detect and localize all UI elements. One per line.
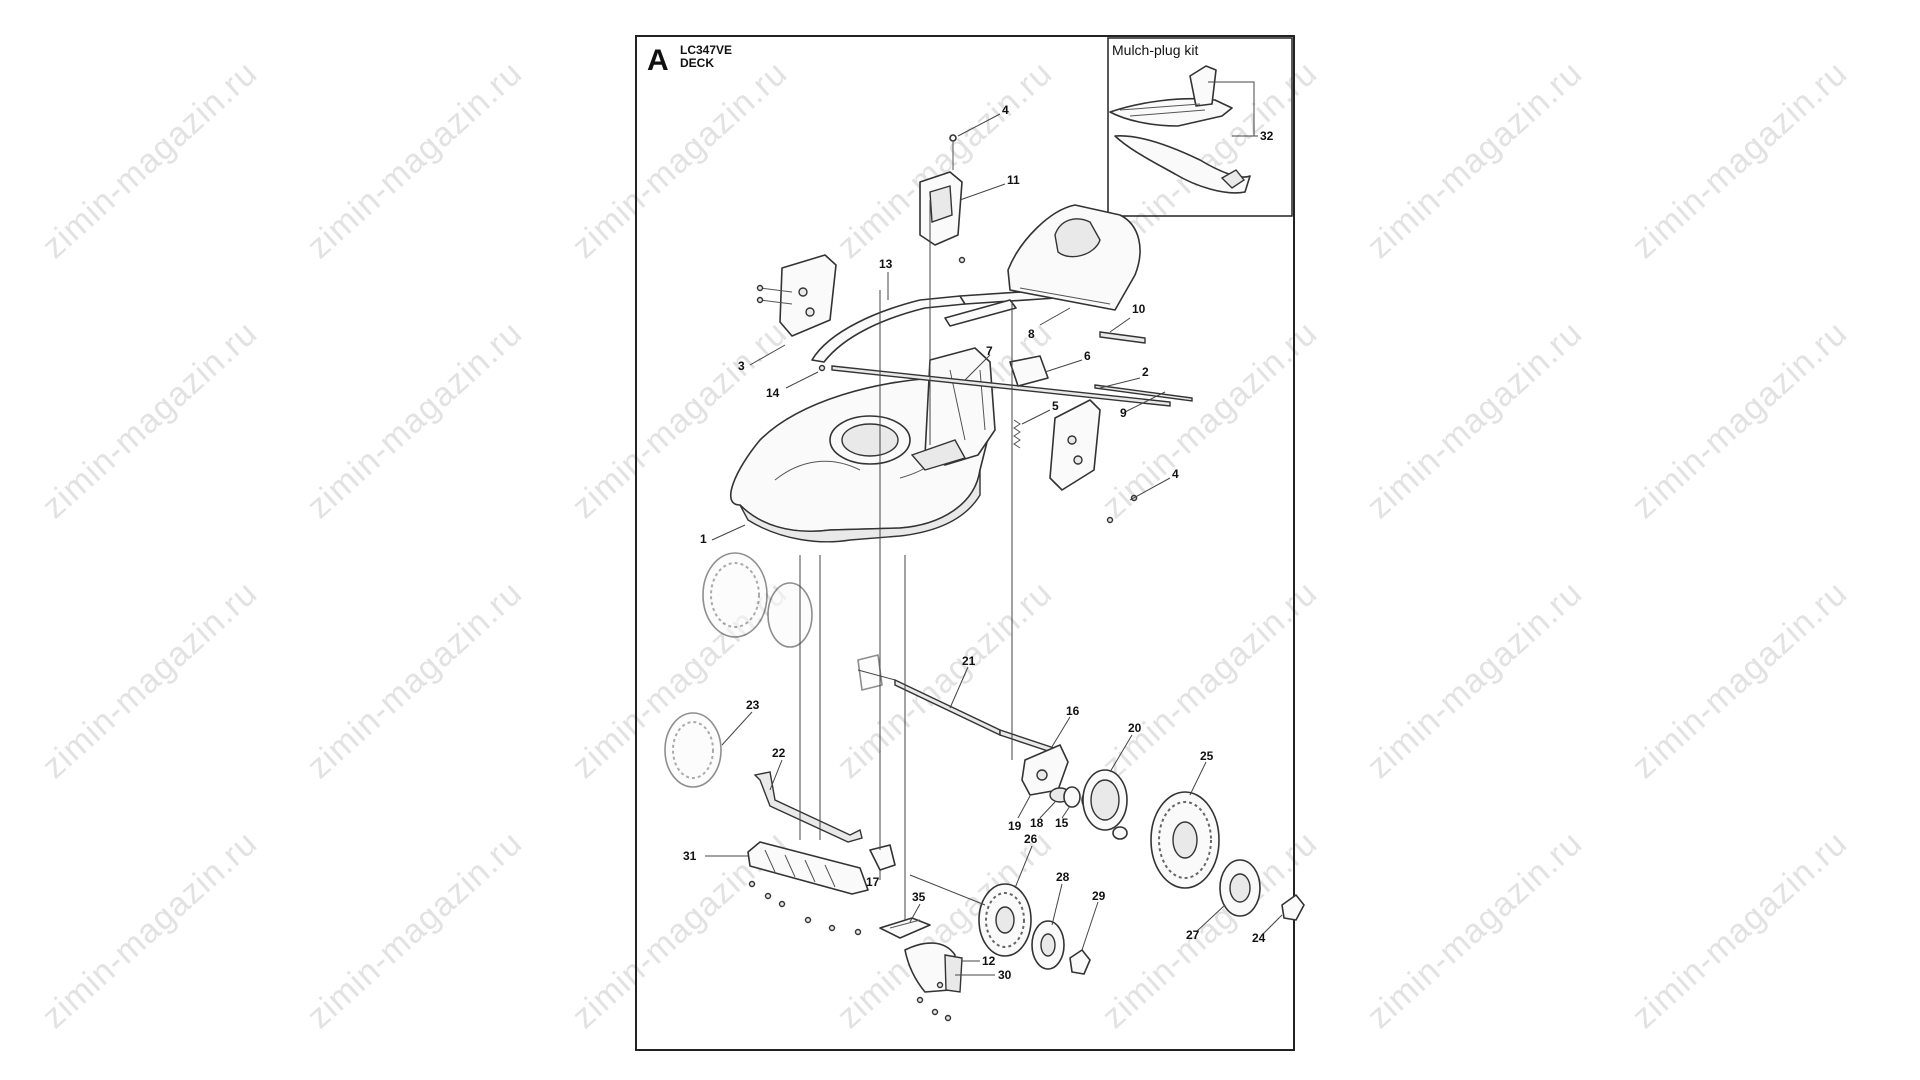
callout-5: 5 [1052,399,1059,413]
callout-26: 26 [1024,832,1038,846]
mulch-plug-kit-label: Mulch-plug kit [1112,42,1198,58]
screw-mark [818,364,826,372]
watermark-text: zimin-magazin.ru [35,824,265,1036]
callout-9: 9 [1120,406,1127,420]
screw-mark [958,256,966,264]
wheel-cap-24 [1281,894,1305,921]
side-deflector-35 [879,917,931,939]
mulch-blade-part [1114,135,1251,194]
callout-12: 12 [982,954,996,968]
front-axle-part [753,771,863,843]
watermark-text: zimin-magazin.ru [1625,824,1855,1036]
drive-gear-20 [1082,769,1128,840]
screw-mark [1106,516,1114,524]
left-wheels-ghost [664,552,883,788]
screw-mark [748,880,756,888]
callout-10: 10 [1132,302,1146,316]
screw-mark [828,924,836,932]
callout-6: 6 [1084,349,1091,363]
front-cap-29 [1069,949,1091,975]
watermark-text: zimin-magazin.ru [1360,824,1590,1036]
callout-15: 15 [1055,816,1069,830]
callout-2: 2 [1142,365,1149,379]
watermark-text: zimin-magazin.ru [1625,574,1855,786]
deck-part [729,347,996,543]
callout-32: 32 [1260,129,1274,143]
screw-mark [778,900,786,908]
section-letter: A [647,44,669,77]
screw-mark [944,1014,952,1022]
watermark-text: zimin-magazin.ru [1625,54,1855,266]
handle-bar-part [811,289,1057,363]
callout-22: 22 [772,746,786,760]
section-label: DECK [680,56,714,70]
side-chute-30 [904,942,963,993]
callout-25: 25 [1200,749,1214,763]
watermark-text: zimin-magazin.ru [300,54,530,266]
screw-mark [764,892,772,900]
watermark-text: zimin-magazin.ru [1360,54,1590,266]
callout-21: 21 [962,654,976,668]
callout-27: 27 [1186,928,1200,942]
callout-20: 20 [1128,721,1142,735]
callout-30: 30 [998,968,1012,982]
callout-11: 11 [1007,173,1020,187]
front-wheel-26 [978,883,1032,957]
watermark-text: zimin-magazin.ru [1095,314,1325,526]
callout-3: 3 [738,359,745,373]
watermark-text: zimin-magazin.ru [35,54,265,266]
screw-mark [936,981,944,989]
callout-28: 28 [1056,870,1070,884]
rear-deflector-31 [747,841,869,895]
watermark-text: zimin-magazin.ru [1360,574,1590,786]
callout-35: 35 [912,890,926,904]
callout-18: 18 [1030,816,1044,830]
screw-mark [854,928,862,936]
callout-29: 29 [1092,889,1106,903]
watermark-text: zimin-magazin.ru [300,314,530,526]
callout-labels: 1 2 3 4 4 5 6 7 8 9 10 11 12 13 14 15 16… [683,103,1283,982]
callout-4-top: 4 [1002,103,1009,117]
callout-31: 31 [683,849,697,863]
screw-mark [916,996,924,1004]
rear-flap-part [1007,204,1141,311]
callout-17: 17 [866,875,880,889]
mulch-plug-kit-inset: Mulch-plug kit [1107,37,1293,217]
bracket-17-part [869,844,896,871]
spring-5-part [1013,419,1021,449]
model-label: LC347VE [680,43,732,57]
watermark-text: zimin-magazin.ru [1625,314,1855,526]
watermark-text: zimin-magazin.ru [300,574,530,786]
assembly-guide-lines [799,200,1013,920]
wheel-hubcap-27 [1219,859,1261,917]
callout-14: 14 [766,386,780,400]
handle-bracket-right [1049,399,1101,491]
front-hub-28 [1031,920,1065,970]
screw-mark [804,916,812,924]
bracket-6-part [1009,355,1049,387]
handle-bracket-left [759,254,837,337]
callout-24: 24 [1252,931,1266,945]
callout-1: 1 [700,532,707,546]
callout-16: 16 [1066,704,1080,718]
watermark-text: zimin-magazin.ru [35,574,265,786]
axle-rods [831,331,1193,407]
callout-8: 8 [1028,327,1035,341]
screw-mark [756,284,764,292]
callout-7: 7 [986,344,993,358]
hardware-screws [748,256,1138,1022]
callout-13: 13 [879,257,893,271]
screw-mark [931,1008,939,1016]
diagram-frame [635,35,1295,1051]
watermark-text: zimin-magazin.ru [1360,314,1590,526]
callout-4-right: 4 [1172,467,1179,481]
watermark-text: zimin-magazin.ru [565,54,795,266]
callout-19: 19 [1008,819,1022,833]
watermark-text: zimin-magazin.ru [35,314,265,526]
screw-mark [756,296,764,304]
rear-wheel-25 [1150,791,1220,889]
watermark-text: zimin-magazin.ru [300,824,530,1036]
callout-23: 23 [746,698,760,712]
